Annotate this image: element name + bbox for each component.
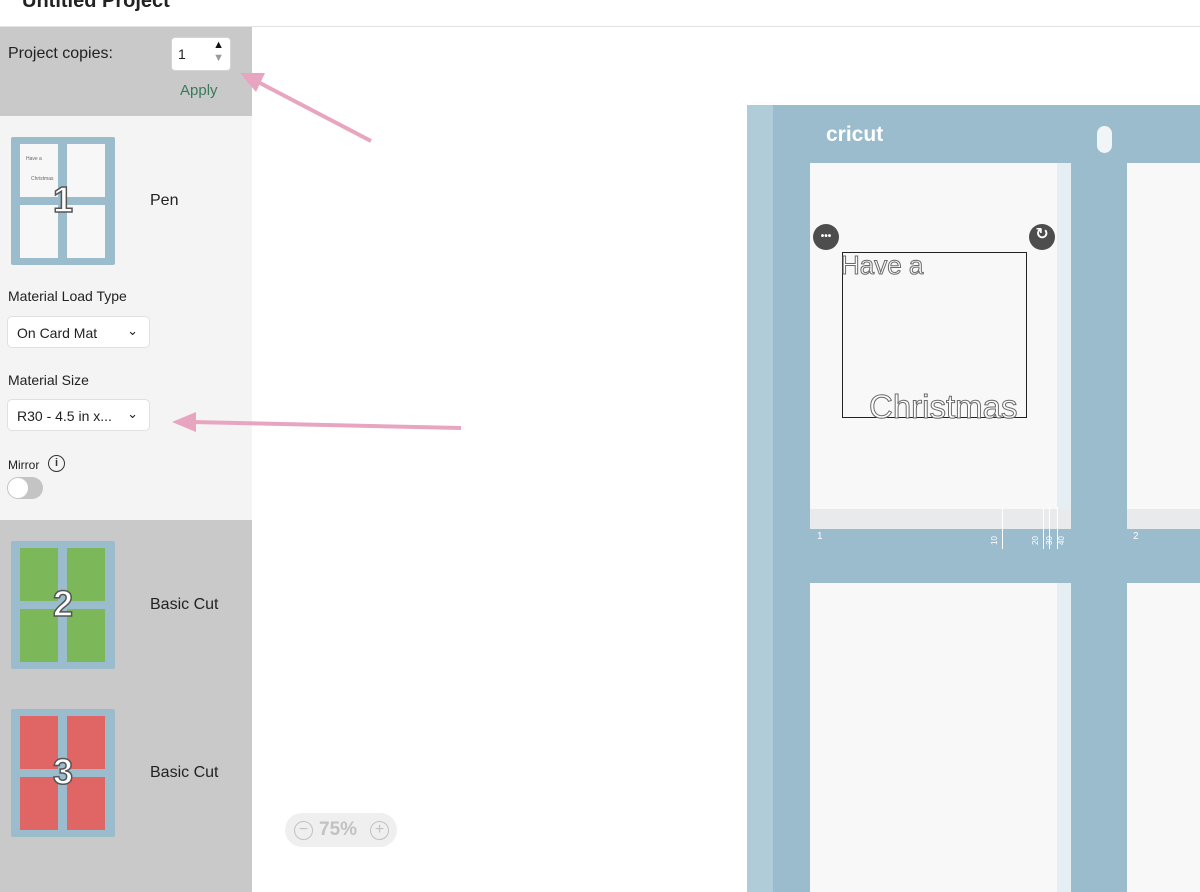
load-type-value: On Card Mat (17, 325, 98, 341)
card-panel-bottom-left (810, 583, 1071, 892)
cricut-mat: cricut 1 2 10 20 30 40 Have a Christmas … (747, 105, 1200, 892)
project-copies-label: Project copies: (8, 45, 113, 62)
more-options-icon[interactable]: ••• (813, 224, 839, 250)
mat-marker-1: 1 (817, 531, 823, 542)
card-panel-top-left (810, 163, 1071, 509)
design-text-have-a[interactable]: Have a (840, 250, 924, 281)
ruler-tick (1057, 507, 1058, 549)
mat-number-3: 3 (52, 750, 74, 793)
card-bottom-strip-right (1127, 509, 1200, 529)
mat-sidebar: Project copies: 1 ▲ ▼ Apply Have a Chris… (0, 27, 252, 892)
material-size-dropdown[interactable]: R30 - 4.5 in x... ⌄ (7, 399, 150, 431)
mat-marker-2: 2 (1133, 531, 1139, 542)
rotate-icon[interactable]: ↻ (1029, 224, 1055, 250)
ruler-tick (1043, 507, 1044, 549)
mat-name-1: Pen (150, 192, 179, 209)
card-panel-bottom-right (1127, 583, 1200, 892)
design-text-christmas[interactable]: Christmas (869, 388, 1019, 426)
mirror-toggle[interactable] (7, 477, 43, 499)
chevron-down-icon: ⌄ (127, 323, 138, 338)
mat-thumbnail-2[interactable]: 2 (11, 541, 115, 669)
project-title: Untitled Project (22, 0, 170, 12)
mirror-label: Mirror (8, 458, 40, 472)
project-copies-panel: Project copies: 1 ▲ ▼ Apply (0, 27, 252, 116)
zoom-level: 75% (319, 819, 358, 840)
increment-arrow-icon[interactable]: ▲ (213, 39, 224, 51)
zoom-in-button[interactable]: + (370, 821, 389, 840)
material-size-label: Material Size (8, 372, 89, 388)
mat-panel-1[interactable]: Have a Christmas 1 Pen Material Load Typ… (0, 116, 252, 520)
decrement-arrow-icon[interactable]: ▼ (213, 52, 224, 64)
info-icon[interactable]: i (48, 455, 65, 472)
mat-thumbnail-3[interactable]: 3 (11, 709, 115, 837)
project-copies-stepper[interactable]: 1 ▲ ▼ (171, 37, 231, 71)
card-fold-strip-bottom (1057, 583, 1071, 892)
ruler-label-20: 20 (1030, 536, 1040, 545)
material-size-value: R30 - 4.5 in x... (17, 408, 112, 424)
zoom-control: − 75% + (285, 813, 397, 847)
load-type-dropdown[interactable]: On Card Mat ⌄ (7, 316, 150, 348)
mat-name-2: Basic Cut (150, 596, 219, 613)
mat-panel-others: 2 Basic Cut 3 Basic Cut (0, 520, 252, 892)
mat-slot (1097, 126, 1112, 153)
thumb-text-have: Have a (26, 156, 42, 162)
thumb-text-christmas: Christmas (31, 176, 54, 182)
chevron-down-icon: ⌄ (127, 406, 138, 421)
cricut-logo: cricut (826, 123, 884, 146)
ruler-tick (1049, 507, 1050, 549)
mat-preview-canvas[interactable]: − 75% + cricut 1 2 10 20 30 40 (252, 27, 1200, 892)
apply-button[interactable]: Apply (180, 82, 218, 99)
ruler-label-10: 10 (989, 536, 999, 545)
mat-edge (747, 105, 773, 892)
mat-name-3: Basic Cut (150, 764, 219, 781)
card-fold-strip (1057, 163, 1071, 509)
mat-number-1: 1 (52, 178, 74, 221)
design-selection-box[interactable] (842, 252, 1027, 418)
ruler-label-30: 30 (1044, 536, 1054, 545)
toggle-knob (8, 478, 28, 498)
card-panel-top-right (1127, 163, 1200, 509)
ruler-tick (1002, 507, 1003, 549)
card-bottom-strip (810, 509, 1071, 529)
top-bar: Untitled Project (0, 0, 1200, 27)
zoom-out-button[interactable]: − (294, 821, 313, 840)
mat-thumbnail-1[interactable]: Have a Christmas 1 (11, 137, 115, 265)
load-type-label: Material Load Type (8, 288, 127, 304)
mat-number-2: 2 (52, 582, 74, 625)
copies-value[interactable]: 1 (178, 46, 186, 62)
ruler-label-40: 40 (1056, 536, 1066, 545)
